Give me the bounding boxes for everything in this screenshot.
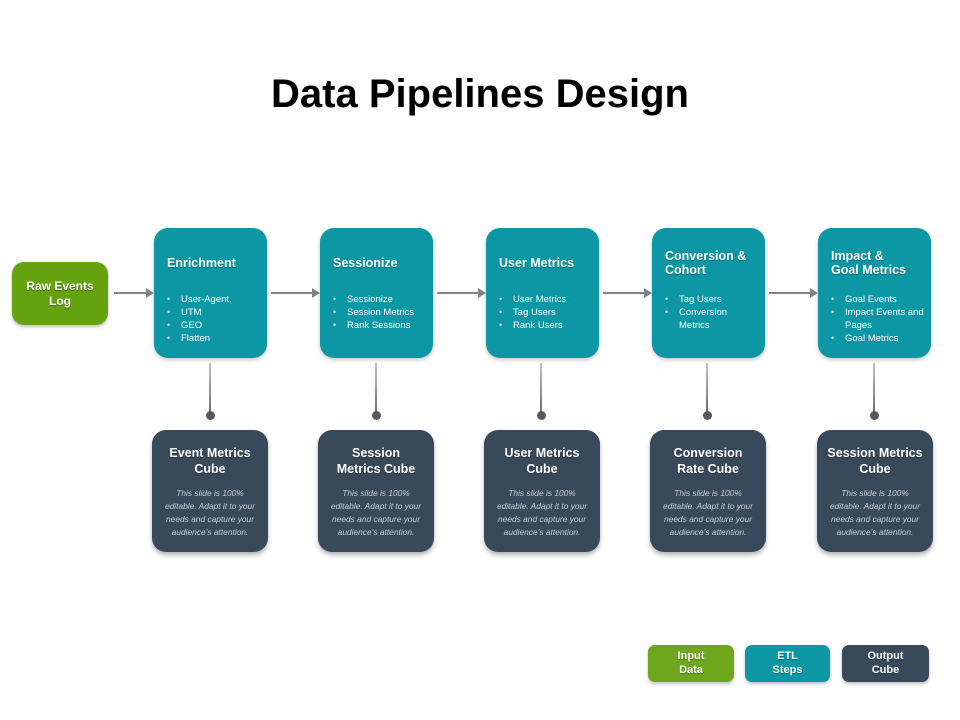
step-title: Sessionize <box>333 255 398 270</box>
bullet-dot-icon: • <box>665 307 669 317</box>
bullet-dot-icon: • <box>499 294 503 304</box>
cube-body-text: This slide is 100% editable. Adapt it to… <box>496 487 587 537</box>
step-bullet-list: •Tag Users •Conversion Metrics <box>652 293 765 332</box>
step-bullet: •User Metrics <box>499 294 567 305</box>
step-title: User Metrics <box>499 255 575 270</box>
step-box-user-metrics: User Metrics •User Metrics •Tag Users •R… <box>486 228 599 358</box>
step-bullet: •Goal Metrics <box>831 333 899 344</box>
connector-line-dot-icon <box>205 363 215 420</box>
legend-output-cube: Output Cube <box>842 645 929 682</box>
cube-session-metrics-right: Session Metrics Cube This slide is 100% … <box>817 430 933 552</box>
legend-etl-steps: ETL Steps <box>745 645 830 682</box>
cube-body-text: This slide is 100% editable. Adapt it to… <box>662 487 753 537</box>
step-bullet: •Rank Sessions <box>333 320 411 331</box>
step-bullet: •GEO <box>167 320 203 331</box>
step-bullet: •Flatten <box>167 333 211 344</box>
arrow-right-icon <box>114 288 154 298</box>
arrow-right-icon <box>271 288 320 298</box>
arrow-right-icon <box>603 288 652 298</box>
step-bullet-list: •User-Agent, •UTM •GEO •Flatten <box>154 293 267 345</box>
step-bullet: •Tag Users <box>499 307 556 318</box>
step-bullet: •Goal Events <box>831 294 897 305</box>
bullet-dot-icon: • <box>167 307 171 317</box>
cube-title: Conversion Rate Cube <box>673 446 743 477</box>
slide-title: Data Pipelines Design <box>271 72 689 116</box>
cube-title: Session Metrics Cube <box>827 446 923 477</box>
bullet-dot-icon: • <box>167 294 171 304</box>
step-bullet: •Impact Events and Pages <box>831 307 924 331</box>
cube-user-metrics: User Metrics Cube This slide is 100% edi… <box>484 430 600 552</box>
bullet-dot-icon: • <box>333 320 337 330</box>
cube-title: User Metrics Cube <box>504 446 580 477</box>
step-title: Impact & Goal Metrics <box>831 248 907 277</box>
connector-line-dot-icon <box>869 363 879 420</box>
step-bullet: •Sessionize <box>333 294 393 305</box>
bullet-dot-icon: • <box>499 307 503 317</box>
step-box-sessionize: Sessionize •Sessionize •Session Metrics … <box>320 228 433 358</box>
legend-input-data: Input Data <box>648 645 734 682</box>
step-bullet: •User-Agent, <box>167 294 232 305</box>
step-title: Enrichment <box>167 255 236 270</box>
step-bullet: •Conversion Metrics <box>665 307 728 331</box>
step-bullet: •Tag Users <box>665 294 722 305</box>
cube-title: Session Metrics Cube <box>336 446 416 477</box>
step-bullet-list: •Goal Events •Impact Events and Pages •G… <box>818 293 931 345</box>
cube-session-metrics: Session Metrics Cube This slide is 100% … <box>318 430 434 552</box>
connector-line-dot-icon <box>371 363 381 420</box>
step-bullet: •Rank Users <box>499 320 563 331</box>
cube-conversion-rate: Conversion Rate Cube This slide is 100% … <box>650 430 766 552</box>
bullet-dot-icon: • <box>333 307 337 317</box>
bullet-dot-icon: • <box>167 333 171 343</box>
bullet-dot-icon: • <box>831 333 835 343</box>
cube-body-text: This slide is 100% editable. Adapt it to… <box>164 487 255 537</box>
bullet-dot-icon: • <box>499 320 503 330</box>
step-title: Conversion & Cohort <box>665 248 747 277</box>
arrow-right-icon <box>769 288 818 298</box>
step-box-enrichment: Enrichment •User-Agent, •UTM •GEO •Flatt… <box>154 228 267 358</box>
step-bullet: •Session Metrics <box>333 307 415 318</box>
input-box-raw-events-log: Raw Events Log <box>12 262 108 325</box>
connector-line-dot-icon <box>536 363 546 420</box>
bullet-dot-icon: • <box>333 294 337 304</box>
arrow-right-icon <box>437 288 486 298</box>
bullet-dot-icon: • <box>167 320 171 330</box>
cube-event-metrics: Event Metrics Cube This slide is 100% ed… <box>152 430 268 552</box>
bullet-dot-icon: • <box>831 307 835 317</box>
connector-line-dot-icon <box>702 363 712 420</box>
step-bullet-list: •User Metrics •Tag Users •Rank Users <box>486 293 599 332</box>
cube-body-text: This slide is 100% editable. Adapt it to… <box>829 487 920 537</box>
bullet-dot-icon: • <box>665 294 669 304</box>
step-bullet: •UTM <box>167 307 202 318</box>
cube-title: Event Metrics Cube <box>169 446 251 477</box>
bullet-dot-icon: • <box>831 294 835 304</box>
cube-body-text: This slide is 100% editable. Adapt it to… <box>330 487 421 537</box>
step-box-conversion-cohort: Conversion & Cohort •Tag Users •Conversi… <box>652 228 765 358</box>
step-box-impact-goal-metrics: Impact & Goal Metrics •Goal Events •Impa… <box>818 228 931 358</box>
step-bullet-list: •Sessionize •Session Metrics •Rank Sessi… <box>320 293 433 332</box>
